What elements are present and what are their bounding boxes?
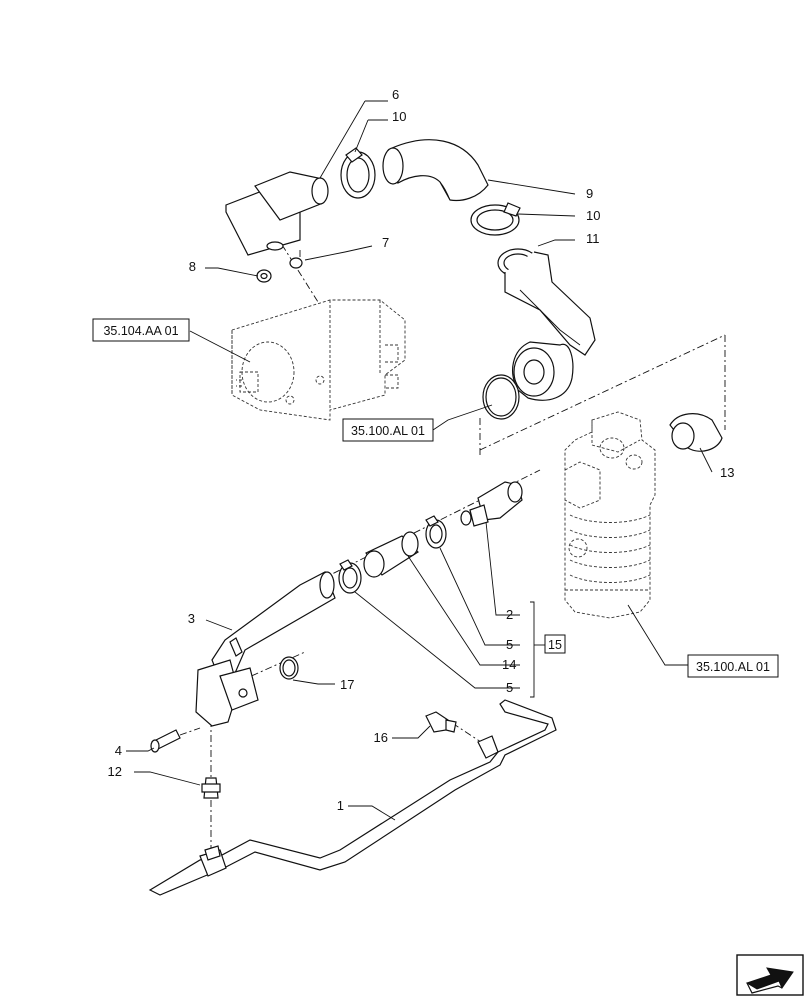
bolt-4 (150, 729, 181, 753)
ref-box-35-104-aa-01[interactable]: 35.104.AA 01 (92, 318, 190, 342)
callout-17: 17 (340, 677, 354, 692)
callout-2: 2 (506, 607, 513, 622)
o-ring-17 (279, 656, 299, 680)
callout-14: 14 (502, 657, 516, 672)
hydraulic-filter (564, 411, 656, 619)
hose-clamp-5b (338, 559, 362, 594)
callout-1: 1 (337, 798, 344, 813)
hose-clamp-lower (470, 202, 521, 236)
ref-box-35-100-al-01-upper[interactable]: 35.100.AL 01 (342, 418, 434, 442)
pipe-assembly-3 (195, 571, 336, 727)
pipe-1 (148, 699, 557, 896)
callout-16: 16 (374, 730, 388, 745)
leader-lines (126, 100, 713, 821)
callout-5a: 5 (506, 637, 513, 652)
svg-text:35.100.AL 01: 35.100.AL 01 (696, 660, 770, 674)
elbow-fitting (225, 171, 329, 256)
callout-5b: 5 (506, 680, 513, 695)
callout-12: 12 (108, 764, 122, 779)
washer-8 (256, 269, 272, 283)
hose-clamp-5a (425, 515, 447, 549)
svg-text:35.100.AL 01: 35.100.AL 01 (351, 424, 425, 438)
sleeve-13 (669, 413, 723, 452)
callout-13: 13 (720, 465, 734, 480)
curved-hose (382, 139, 489, 202)
callout-labels: 6 10 9 10 11 7 8 13 3 2 5 14 5 17 16 4 1… (108, 87, 735, 813)
callout-6: 6 (392, 87, 399, 102)
callout-7: 7 (382, 235, 389, 250)
assembly-center-lines (179, 231, 726, 850)
hose-clamp-upper (340, 147, 376, 199)
fitting-16 (425, 711, 457, 733)
o-ring-filter (482, 374, 520, 420)
fitting-12 (201, 777, 221, 799)
callout-3: 3 (188, 611, 195, 626)
callout-9: 9 (586, 186, 593, 201)
ref-box-15: 15 (544, 634, 566, 654)
svg-text:35.104.AA 01: 35.104.AA 01 (103, 324, 178, 338)
ref-box-35-100-al-01-lower[interactable]: 35.100.AL 01 (687, 654, 779, 678)
callout-4: 4 (115, 743, 122, 758)
hydraulic-pump (231, 299, 406, 421)
svg-text:15: 15 (548, 638, 562, 652)
next-page-arrow-icon[interactable] (736, 954, 804, 996)
hose-14 (363, 531, 419, 578)
adapter-fitting (460, 481, 523, 527)
callout-10b: 10 (586, 208, 600, 223)
callout-8: 8 (189, 259, 196, 274)
suction-tube (497, 248, 596, 401)
seal-ring-7 (289, 257, 303, 269)
callout-10a: 10 (392, 109, 406, 124)
callout-11: 11 (586, 231, 600, 246)
